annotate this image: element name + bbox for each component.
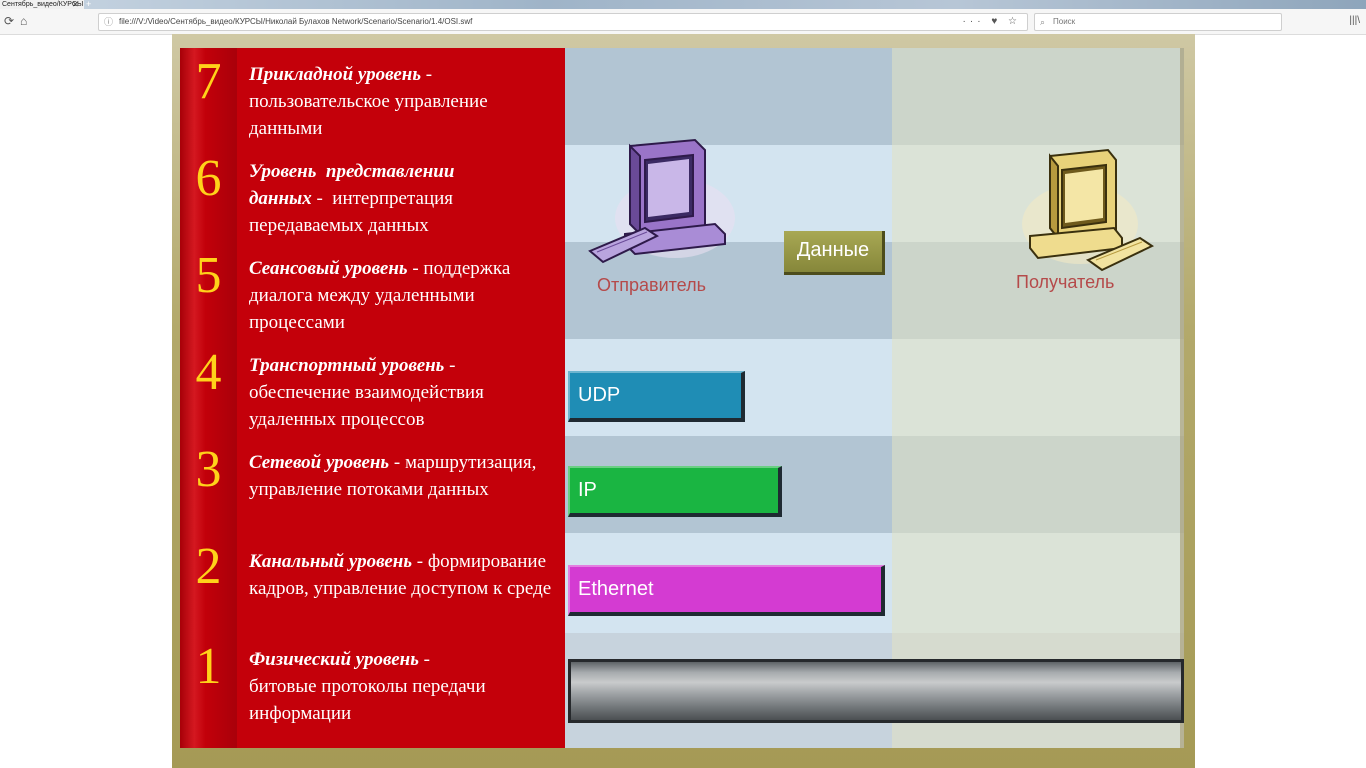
- layer-1: 1 Физический уровень - битовые протоколы…: [180, 633, 565, 748]
- layer-description: битовые протоколы передачи информации: [249, 676, 486, 724]
- ethernet-bar[interactable]: Ethernet: [568, 565, 885, 616]
- layer-separator: -: [421, 64, 433, 85]
- receiver-computer-icon[interactable]: [1010, 144, 1160, 279]
- layer-number: 3: [195, 441, 222, 498]
- layer-description: пользовательское управление данными: [249, 91, 488, 139]
- new-tab-icon[interactable]: +: [86, 0, 92, 9]
- tab-title: Сентябрь_видео/КУРСЫ: [2, 1, 84, 8]
- navigation-bar: ⟳ ⌂ ⓘ file:///V:/Video/Сентябрь_видео/КУ…: [0, 9, 1366, 35]
- receiver-column: [892, 48, 1184, 748]
- layer-text: Уровень представлении данных - интерпрет…: [249, 158, 519, 239]
- layer-2: 2 Канальный уровень - формирование кадро…: [180, 533, 565, 633]
- slide-content: 7 Прикладной уровень - пользовательское …: [180, 48, 1184, 748]
- layer-description: поддержка диалога между удаленными проце…: [249, 258, 511, 333]
- layer-title: Транспортный уровень: [249, 355, 445, 376]
- layer-description: интерпретация передаваемых данных: [249, 188, 454, 236]
- layer-number-strip: [180, 48, 237, 748]
- layer-5: 5 Сеансовый уровень - поддержка диалога …: [180, 242, 565, 339]
- layers-panel: 7 Прикладной уровень - пользовательское …: [180, 48, 565, 748]
- page-actions-icons[interactable]: ··· ♥ ☆: [962, 16, 1021, 27]
- physical-medium-bar[interactable]: [568, 659, 1184, 723]
- layer-7: 7 Прикладной уровень - пользовательское …: [180, 48, 565, 145]
- layer-number: 5: [195, 247, 222, 304]
- layer-separator: -: [412, 551, 428, 572]
- slide-frame-edge: [1180, 48, 1184, 748]
- browser-tab[interactable]: Сентябрь_видео/КУРСЫ ✕: [0, 0, 84, 9]
- layer-separator: -: [418, 649, 430, 670]
- layer-separator: -: [407, 258, 424, 279]
- layer-description: формирование кадров, управление доступом…: [249, 551, 552, 599]
- layer-title: Сетевой уровень: [249, 452, 390, 473]
- url-text[interactable]: file:///V:/Video/Сентябрь_видео/КУРСЫ/Ни…: [119, 17, 473, 26]
- layer-number: 1: [195, 638, 222, 695]
- layer-description: обеспечение взаимодействия удаленных про…: [249, 382, 484, 430]
- layer-3: 3 Сетевой уровень - маршрутизация, управ…: [180, 436, 565, 533]
- layer-separator: -: [311, 188, 333, 209]
- library-icon[interactable]: |||\: [1349, 15, 1360, 26]
- layer-title: Сеансовый уровень: [249, 258, 408, 279]
- ip-bar[interactable]: IP: [568, 466, 782, 517]
- sender-computer-icon[interactable]: [585, 136, 735, 271]
- layer-4: 4 Транспортный уровень - обеспечение вза…: [180, 339, 565, 436]
- layer-number: 4: [195, 344, 222, 401]
- reload-icon[interactable]: ⟳: [4, 14, 15, 28]
- layer-number: 6: [195, 150, 222, 207]
- layer-text: Сеансовый уровень - поддержка диалога ме…: [249, 255, 559, 336]
- layer-separator: -: [389, 452, 405, 473]
- address-bar[interactable]: ⓘ file:///V:/Video/Сентябрь_видео/КУРСЫ/…: [98, 13, 1028, 31]
- sender-label: Отправитель: [597, 275, 706, 295]
- layer-number: 7: [195, 53, 222, 110]
- layer-title: Канальный уровень: [249, 551, 413, 572]
- osi-slide: 7 Прикладной уровень - пользовательское …: [172, 34, 1195, 768]
- layer-text: Транспортный уровень - обеспечение взаим…: [249, 352, 549, 433]
- search-input[interactable]: [1053, 15, 1273, 28]
- tab-close-icon[interactable]: ✕: [72, 0, 79, 9]
- udp-bar[interactable]: UDP: [568, 371, 745, 422]
- layer-text: Канальный уровень - формирование кадров,…: [249, 548, 559, 602]
- search-box[interactable]: ⌕: [1034, 13, 1282, 31]
- data-button[interactable]: Данные: [784, 231, 885, 275]
- layer-title: Физический уровень: [249, 649, 419, 670]
- layer-text: Сетевой уровень - маршрутизация, управле…: [249, 449, 539, 503]
- layer-separator: -: [444, 355, 456, 376]
- layer-6: 6 Уровень представлении данных - интерпр…: [180, 145, 565, 242]
- home-icon[interactable]: ⌂: [20, 14, 28, 28]
- receiver-label: Получатель: [1016, 272, 1115, 292]
- layer-description: маршрутизация, управление потоками данны…: [249, 452, 537, 500]
- layer-title: Прикладной уровень: [249, 64, 422, 85]
- layer-number: 2: [195, 538, 222, 595]
- layer-text: Прикладной уровень - пользовательское уп…: [249, 61, 559, 142]
- tab-strip: Сентябрь_видео/КУРСЫ ✕ +: [0, 0, 1366, 9]
- layer-text: Физический уровень - битовые протоколы п…: [249, 646, 489, 727]
- info-icon[interactable]: ⓘ: [104, 17, 114, 27]
- layer-title: Уровень представлении данных: [249, 161, 460, 209]
- search-icon: ⌕: [1040, 17, 1046, 27]
